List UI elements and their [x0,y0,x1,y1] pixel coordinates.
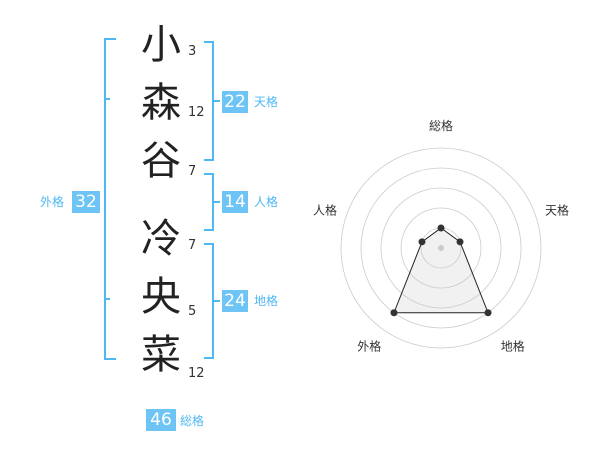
tenkaku-value: 22 [222,91,248,113]
tenkaku-label: 天格 [254,95,279,109]
radar-grid-ring [380,187,502,309]
radar-axis-label: 人格 [313,202,337,217]
name-char-2: 森 [141,80,181,126]
gaikaku-bracket [104,38,116,360]
soukaku-value: 46 [146,409,176,431]
radar-point-2 [456,238,464,246]
jinkaku-value: 14 [222,191,248,213]
stroke-count-1: 3 [188,44,197,59]
name-char-1: 小 [141,22,181,68]
radar-data-polygon [393,227,489,314]
chikaku-bracket [204,243,220,359]
name-char-4: 冷 [141,216,181,262]
stroke-count-6: 12 [188,366,205,381]
jinkaku-bracket [204,173,220,231]
stroke-count-3: 7 [188,164,197,179]
name-char-5: 央 [141,274,181,320]
radar-grid-ring [340,147,542,349]
radar-axis-label: 天格 [545,202,569,217]
stroke-count-2: 12 [188,105,205,120]
radar-grid-ring [360,167,522,329]
chikaku-label: 地格 [254,294,279,308]
radar-axis-label: 地格 [501,339,525,354]
radar-point-3 [484,309,492,317]
chikaku-value: 24 [222,290,248,312]
stroke-count-4: 7 [188,238,197,253]
name-char-6: 菜 [141,332,181,378]
soukaku-label: 総格 [180,414,205,428]
gaikaku-label: 外格 [40,195,65,209]
jinkaku-label: 人格 [254,195,279,209]
radar-point-4 [390,309,398,317]
radar-grid-ring [400,207,482,289]
radar-axis-label: 外格 [357,339,381,354]
radar-center-dot [438,245,444,251]
stroke-count-5: 5 [188,304,197,319]
radar-axis-label: 総格 [429,118,453,133]
radar-point-5 [418,238,426,246]
radar-point-1 [437,224,445,232]
tenkaku-bracket [204,41,220,161]
gaikaku-value: 32 [72,191,100,213]
name-char-3: 谷 [141,138,181,184]
